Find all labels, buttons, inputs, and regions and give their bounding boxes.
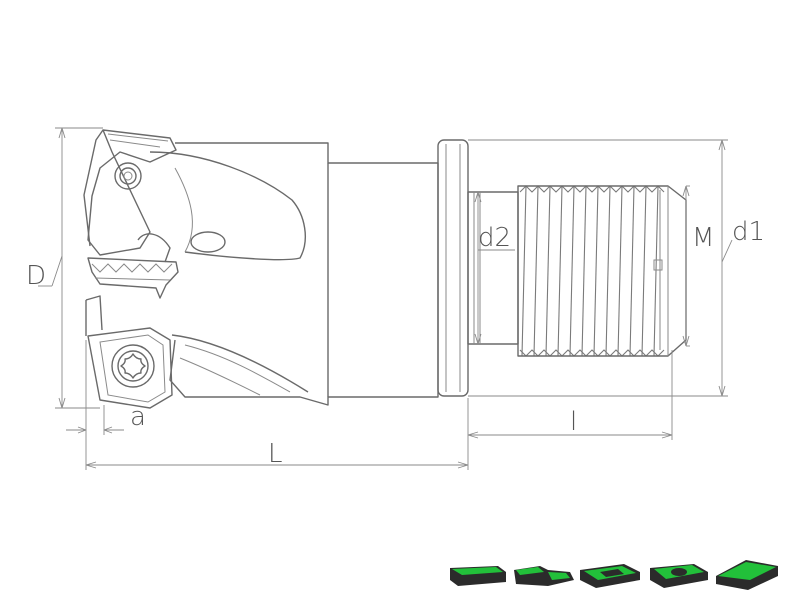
thread-crest: [617, 185, 623, 357]
thread-crest: [653, 185, 659, 357]
thread-crest: [521, 185, 527, 357]
dimension-d2: d2: [474, 191, 515, 345]
insert-icon-flat: [450, 566, 506, 586]
insert-icon-wedge: [716, 560, 778, 590]
dimension-L: L: [85, 398, 469, 470]
clamp-band: [87, 233, 179, 299]
label-D: D: [26, 261, 46, 291]
label-a: a: [130, 402, 146, 432]
thread-crest: [533, 185, 539, 357]
insert-icon-stepped: [514, 566, 574, 586]
thread-crest: [605, 185, 611, 357]
thread-crest: [581, 185, 587, 357]
thread-crest: [641, 185, 647, 357]
insert-icon-square: [580, 564, 640, 588]
insert-icons-row: [450, 560, 778, 590]
label-M: M: [692, 223, 714, 253]
label-d2: d2: [478, 223, 511, 253]
insert-icon-round-hole: [650, 564, 708, 588]
lower-insert: [85, 295, 173, 409]
label-l: l: [570, 407, 577, 437]
thread-crest: [569, 185, 575, 357]
label-L: L: [268, 439, 283, 469]
dimension-a: a: [66, 340, 146, 470]
thread-crest: [545, 185, 551, 357]
thread-crest: [629, 185, 635, 357]
flange: [437, 139, 469, 397]
upper-insert: [83, 129, 177, 256]
thread-crest: [593, 185, 599, 357]
thread-top-edge: [519, 185, 665, 193]
threaded-shank: [467, 185, 687, 357]
dimension-M: M: [682, 185, 714, 347]
label-d1: d1: [732, 217, 765, 247]
thread-pattern: [519, 185, 665, 357]
thread-crest: [557, 185, 563, 357]
cutter-body: [149, 142, 439, 406]
dimension-d1: d1: [468, 139, 765, 397]
thread-bottom-edge: [519, 349, 665, 357]
dimension-D: D: [26, 127, 103, 409]
dimension-l: l: [467, 350, 673, 440]
